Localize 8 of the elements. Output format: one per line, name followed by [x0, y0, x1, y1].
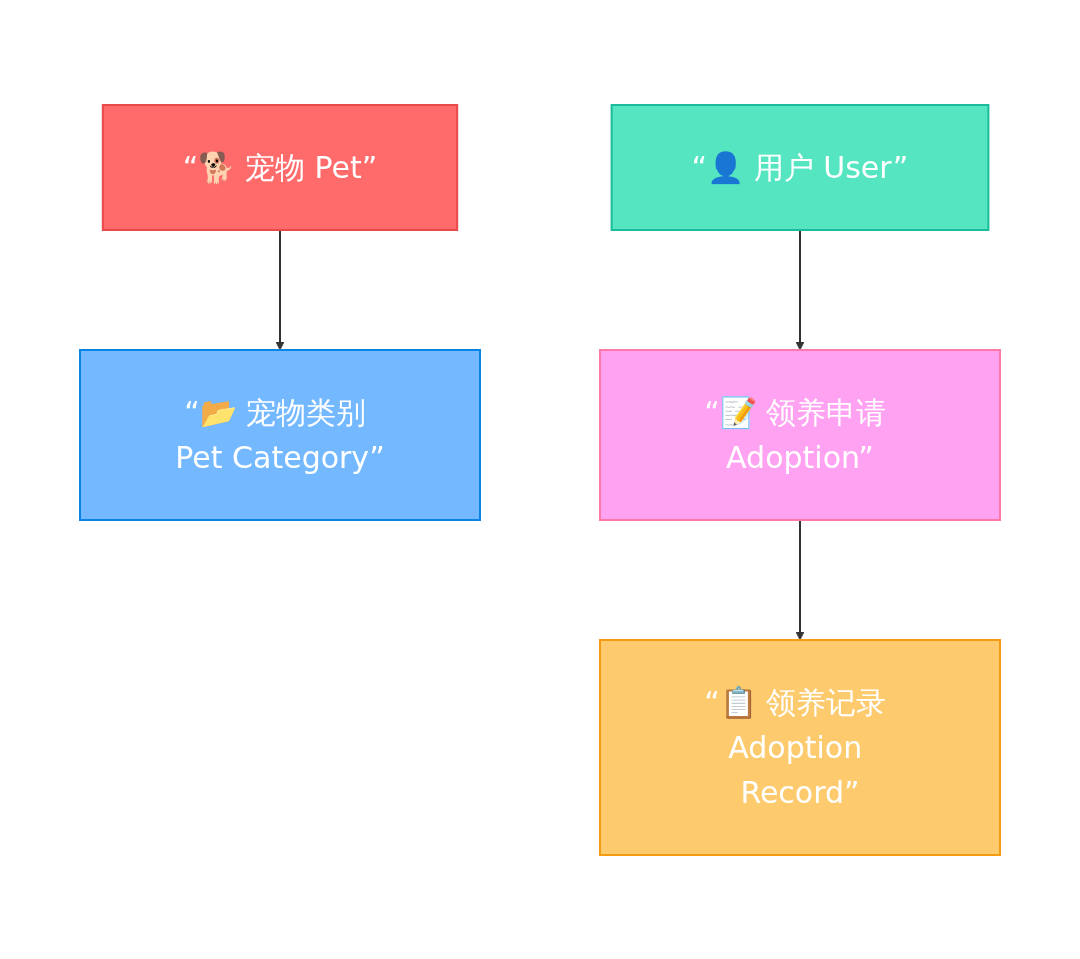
- node-box: “📂 宠物类别 Pet Category”: [79, 348, 481, 521]
- node-box: “📋 领养记录 Adoption Record”: [599, 638, 1001, 856]
- node-box: “👤 用户 User”: [610, 103, 990, 231]
- arrow: [795, 228, 805, 350]
- node-box: “🐕 宠物 Pet”: [101, 103, 459, 231]
- arrow: [795, 518, 805, 640]
- node-box: “📝 领养申请 Adoption”: [599, 348, 1001, 521]
- arrow: [275, 228, 285, 350]
